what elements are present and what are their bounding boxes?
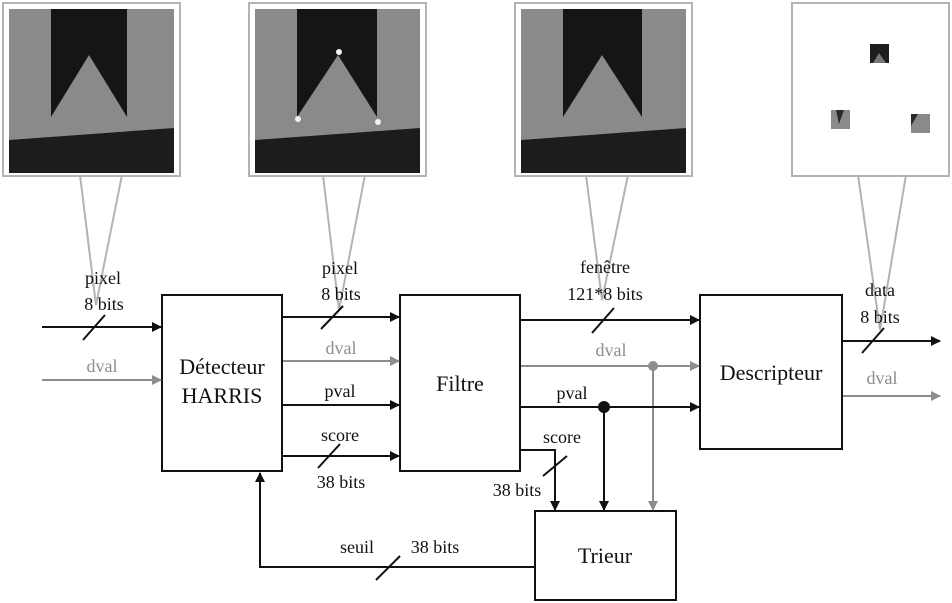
filtre-fenetre-width: 121*8 bits (567, 284, 643, 304)
block-descripteur: Descripteur (699, 294, 843, 450)
bus-slash (375, 555, 401, 581)
filtre-dval-signal: dval (521, 340, 700, 511)
harris-pixel-bus: pixel 8 bits (283, 258, 400, 330)
corner-point (336, 49, 342, 55)
bus-slash (542, 455, 568, 477)
thumbnail-harris-output (248, 2, 427, 311)
bus-slash (591, 307, 615, 334)
block-trieur: Trieur (534, 510, 677, 601)
bus-slash (861, 327, 885, 354)
corner-point (295, 116, 301, 122)
input-dval-label: dval (87, 356, 118, 376)
filtre-fenetre-bus: fenêtre 121*8 bits (521, 257, 700, 334)
filtre-label: Filtre (436, 371, 484, 396)
input-dval-signal: dval (42, 356, 162, 385)
trieur-label: Trieur (578, 543, 633, 568)
harris-pval-label: pval (325, 381, 356, 401)
bus-slash (82, 314, 106, 341)
descripteur-label: Descripteur (720, 360, 823, 385)
filtre-dval-label: dval (596, 340, 627, 360)
seuil-label: seuil (340, 537, 374, 557)
harris-label-line2: HARRIS (182, 383, 263, 408)
input-pixel-bus: pixel 8 bits (42, 268, 162, 341)
output-data-label: data (865, 280, 895, 300)
harris-score-label: score (321, 425, 359, 445)
filtre-pval-label: pval (557, 383, 588, 403)
corner-point (375, 119, 381, 125)
harris-dval-label: dval (326, 338, 357, 358)
filtre-score-width: 38 bits (493, 480, 542, 500)
bus-slash (317, 443, 341, 469)
harris-score-width: 38 bits (317, 472, 366, 492)
filtre-pval-signal: pval (521, 383, 700, 511)
harris-dval-signal: dval (283, 338, 400, 366)
output-dval-label: dval (867, 368, 898, 388)
seuil-width: 38 bits (411, 537, 460, 557)
input-pixel-label: pixel (85, 268, 121, 288)
thumbnail-filtre-output (514, 2, 693, 301)
block-detecteur-harris: Détecteur HARRIS (161, 294, 283, 472)
harris-pixel-width: 8 bits (321, 284, 361, 304)
filtre-fenetre-label: fenêtre (580, 257, 630, 277)
output-data-width: 8 bits (860, 307, 900, 327)
seuil-feedback-bus: seuil 38 bits (255, 472, 534, 581)
harris-score-bus: score 38 bits (283, 425, 400, 492)
harris-pixel-label: pixel (322, 258, 358, 278)
output-dval-signal: dval (843, 368, 941, 401)
bus-slash (320, 305, 344, 330)
input-pixel-width: 8 bits (84, 294, 124, 314)
thumbnail-descriptor-output (791, 2, 950, 331)
filtre-score-label: score (543, 427, 581, 447)
thumbnail-input-image (2, 2, 181, 306)
patch (870, 44, 889, 63)
patch (911, 114, 930, 133)
output-data-bus: data 8 bits (843, 280, 941, 354)
block-filtre: Filtre (399, 294, 521, 472)
harris-label-line1: Détecteur (179, 354, 265, 379)
filtre-score-bus: score 38 bits (493, 427, 581, 511)
harris-pval-signal: pval (283, 381, 400, 410)
